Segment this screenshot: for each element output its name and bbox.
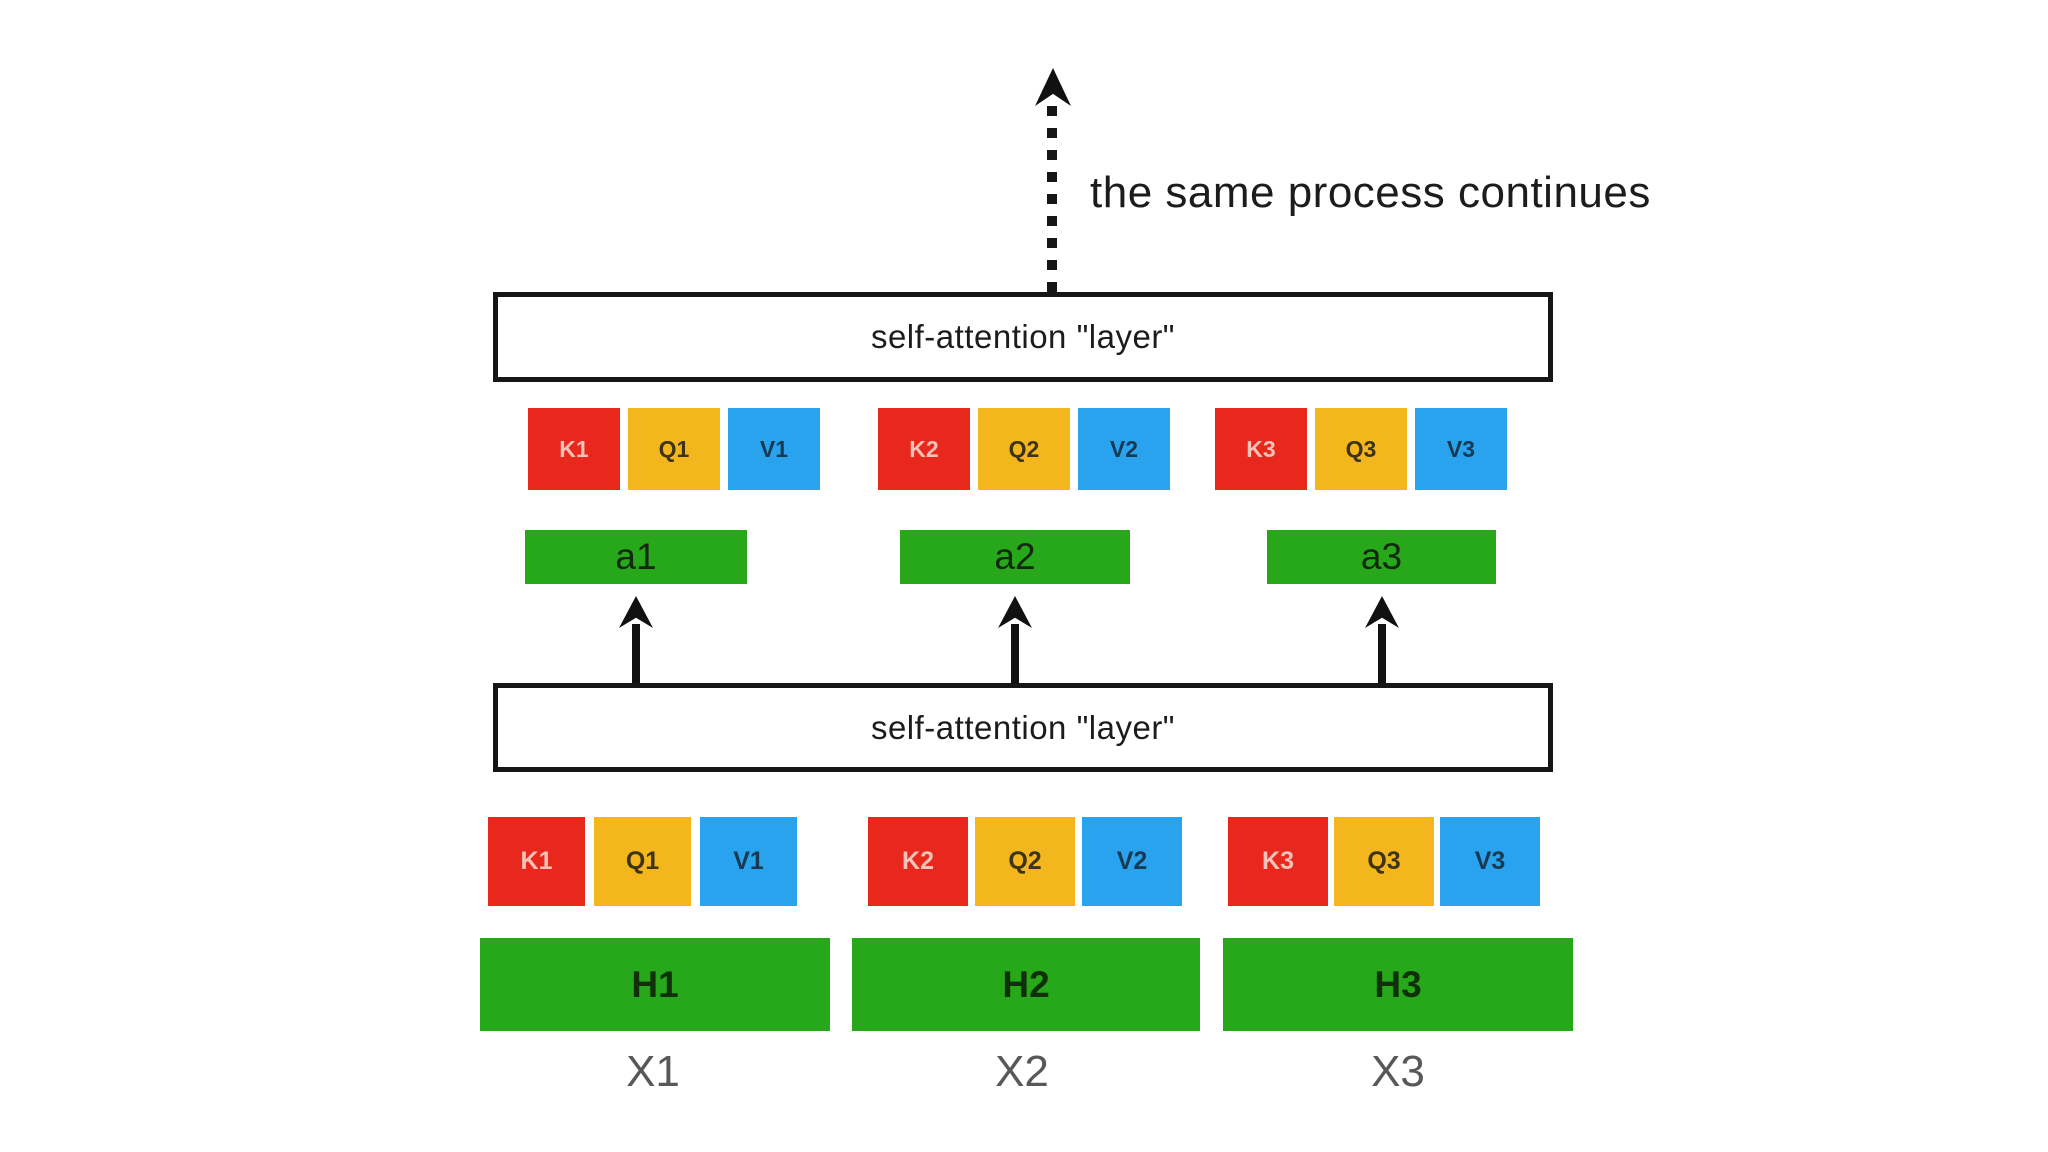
h2-hidden-state-bar: H2 bbox=[852, 938, 1200, 1031]
h3-hidden-state-bar: H3 bbox=[1223, 938, 1573, 1031]
kqv-square-bottom-v2: V2 bbox=[1082, 817, 1182, 906]
x3-input-label: X3 bbox=[1371, 1047, 1425, 1096]
kqv-square-bottom-k2: K2 bbox=[868, 817, 968, 906]
h1-hidden-state-bar: H1 bbox=[480, 938, 830, 1031]
x2-input-label: X2 bbox=[995, 1047, 1049, 1096]
kqv-square-top-v2: V2 bbox=[1078, 408, 1170, 490]
dashed-arrow-up-stem-icon bbox=[1047, 106, 1057, 292]
caption-text: the same process continues bbox=[1090, 168, 1651, 217]
kqv-square-top-k3: K3 bbox=[1215, 408, 1307, 490]
kqv-square-top-k2: K2 bbox=[878, 408, 970, 490]
kqv-square-bottom-q3: Q3 bbox=[1334, 817, 1434, 906]
kqv-square-bottom-k3: K3 bbox=[1228, 817, 1328, 906]
kqv-square-bottom-q2: Q2 bbox=[975, 817, 1075, 906]
a2-vector-bar: a2 bbox=[900, 530, 1130, 584]
self-attention-layer-box-bottom: self-attention "layer" bbox=[493, 683, 1553, 772]
kqv-square-top-q1: Q1 bbox=[628, 408, 720, 490]
kqv-square-top-v3: V3 bbox=[1415, 408, 1507, 490]
kqv-square-top-k1: K1 bbox=[528, 408, 620, 490]
dashed-arrow-up-head-icon bbox=[1035, 68, 1071, 106]
a3-vector-bar: a3 bbox=[1267, 530, 1496, 584]
self-attention-layer-box-top: self-attention "layer" bbox=[493, 292, 1553, 382]
kqv-square-bottom-q1: Q1 bbox=[594, 817, 691, 906]
self-attention-layer-label-bottom: self-attention "layer" bbox=[870, 708, 1176, 746]
kqv-square-bottom-v3: V3 bbox=[1440, 817, 1540, 906]
arrow-up-2-stem-icon bbox=[1011, 624, 1019, 683]
arrow-up-3-stem-icon bbox=[1378, 624, 1386, 683]
kqv-square-top-v1: V1 bbox=[728, 408, 820, 490]
a1-vector-bar: a1 bbox=[525, 530, 747, 584]
kqv-square-bottom-k1: K1 bbox=[488, 817, 585, 906]
x1-input-label: X1 bbox=[626, 1047, 680, 1096]
kqv-square-top-q3: Q3 bbox=[1315, 408, 1407, 490]
kqv-square-bottom-v1: V1 bbox=[700, 817, 797, 906]
arrow-up-1-stem-icon bbox=[632, 624, 640, 683]
self-attention-layer-label-top: self-attention "layer" bbox=[870, 318, 1176, 355]
kqv-square-top-q2: Q2 bbox=[978, 408, 1070, 490]
